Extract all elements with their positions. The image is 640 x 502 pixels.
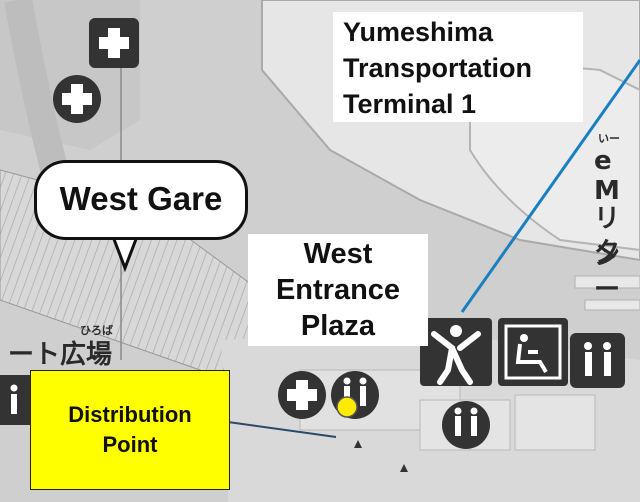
hiroba-label: ート広場: [8, 340, 113, 370]
hiroba-ruby: ひろば: [80, 324, 113, 337]
terminal-label-line: Transportation: [343, 53, 533, 83]
plaza-label-line: Entrance: [275, 274, 401, 306]
entrance-arrow: [400, 464, 408, 472]
gate-callout-text: West Gare: [59, 180, 223, 217]
sidewalk-block: [514, 394, 596, 451]
distribution-label-line: Distribution: [68, 402, 192, 427]
terminal-kana-text: リン: [594, 204, 621, 271]
terminal-stripe: [574, 275, 640, 289]
plaza-label-line: Plaza: [300, 310, 376, 342]
route-line: [460, 59, 640, 313]
restroom-icon: [442, 401, 490, 449]
rest-area-icon: [498, 318, 568, 386]
plaza-label: West Entrance Plaza: [248, 234, 428, 346]
entrance-arrow: [354, 440, 362, 448]
terminal-label-line: Terminal 1: [343, 89, 477, 119]
terminal-label: Yumeshima Transportation Terminal 1: [333, 12, 583, 122]
plaza-label-line: West: [303, 238, 373, 270]
restroom-icon: [0, 375, 30, 425]
gate-callout: West Gare: [34, 160, 248, 240]
terminal-stripe: [584, 299, 640, 311]
terminal-label-line: Yumeshima: [343, 17, 494, 47]
terminal-kana-text: ター: [594, 238, 621, 305]
callout-leader-line: [227, 421, 337, 438]
first-aid-icon: [278, 371, 326, 419]
terminal-small-text: いー: [598, 132, 620, 145]
distribution-point-box: Distribution Point: [30, 370, 230, 490]
first-aid-icon: [89, 18, 139, 68]
location-marker-icon: [336, 396, 358, 418]
restroom-icon: [570, 333, 625, 388]
first-aid-icon: [53, 75, 101, 123]
terminal-letter-text: e M: [594, 146, 620, 206]
distribution-label-line: Point: [102, 432, 158, 457]
emergency-exit-icon: [420, 318, 492, 386]
